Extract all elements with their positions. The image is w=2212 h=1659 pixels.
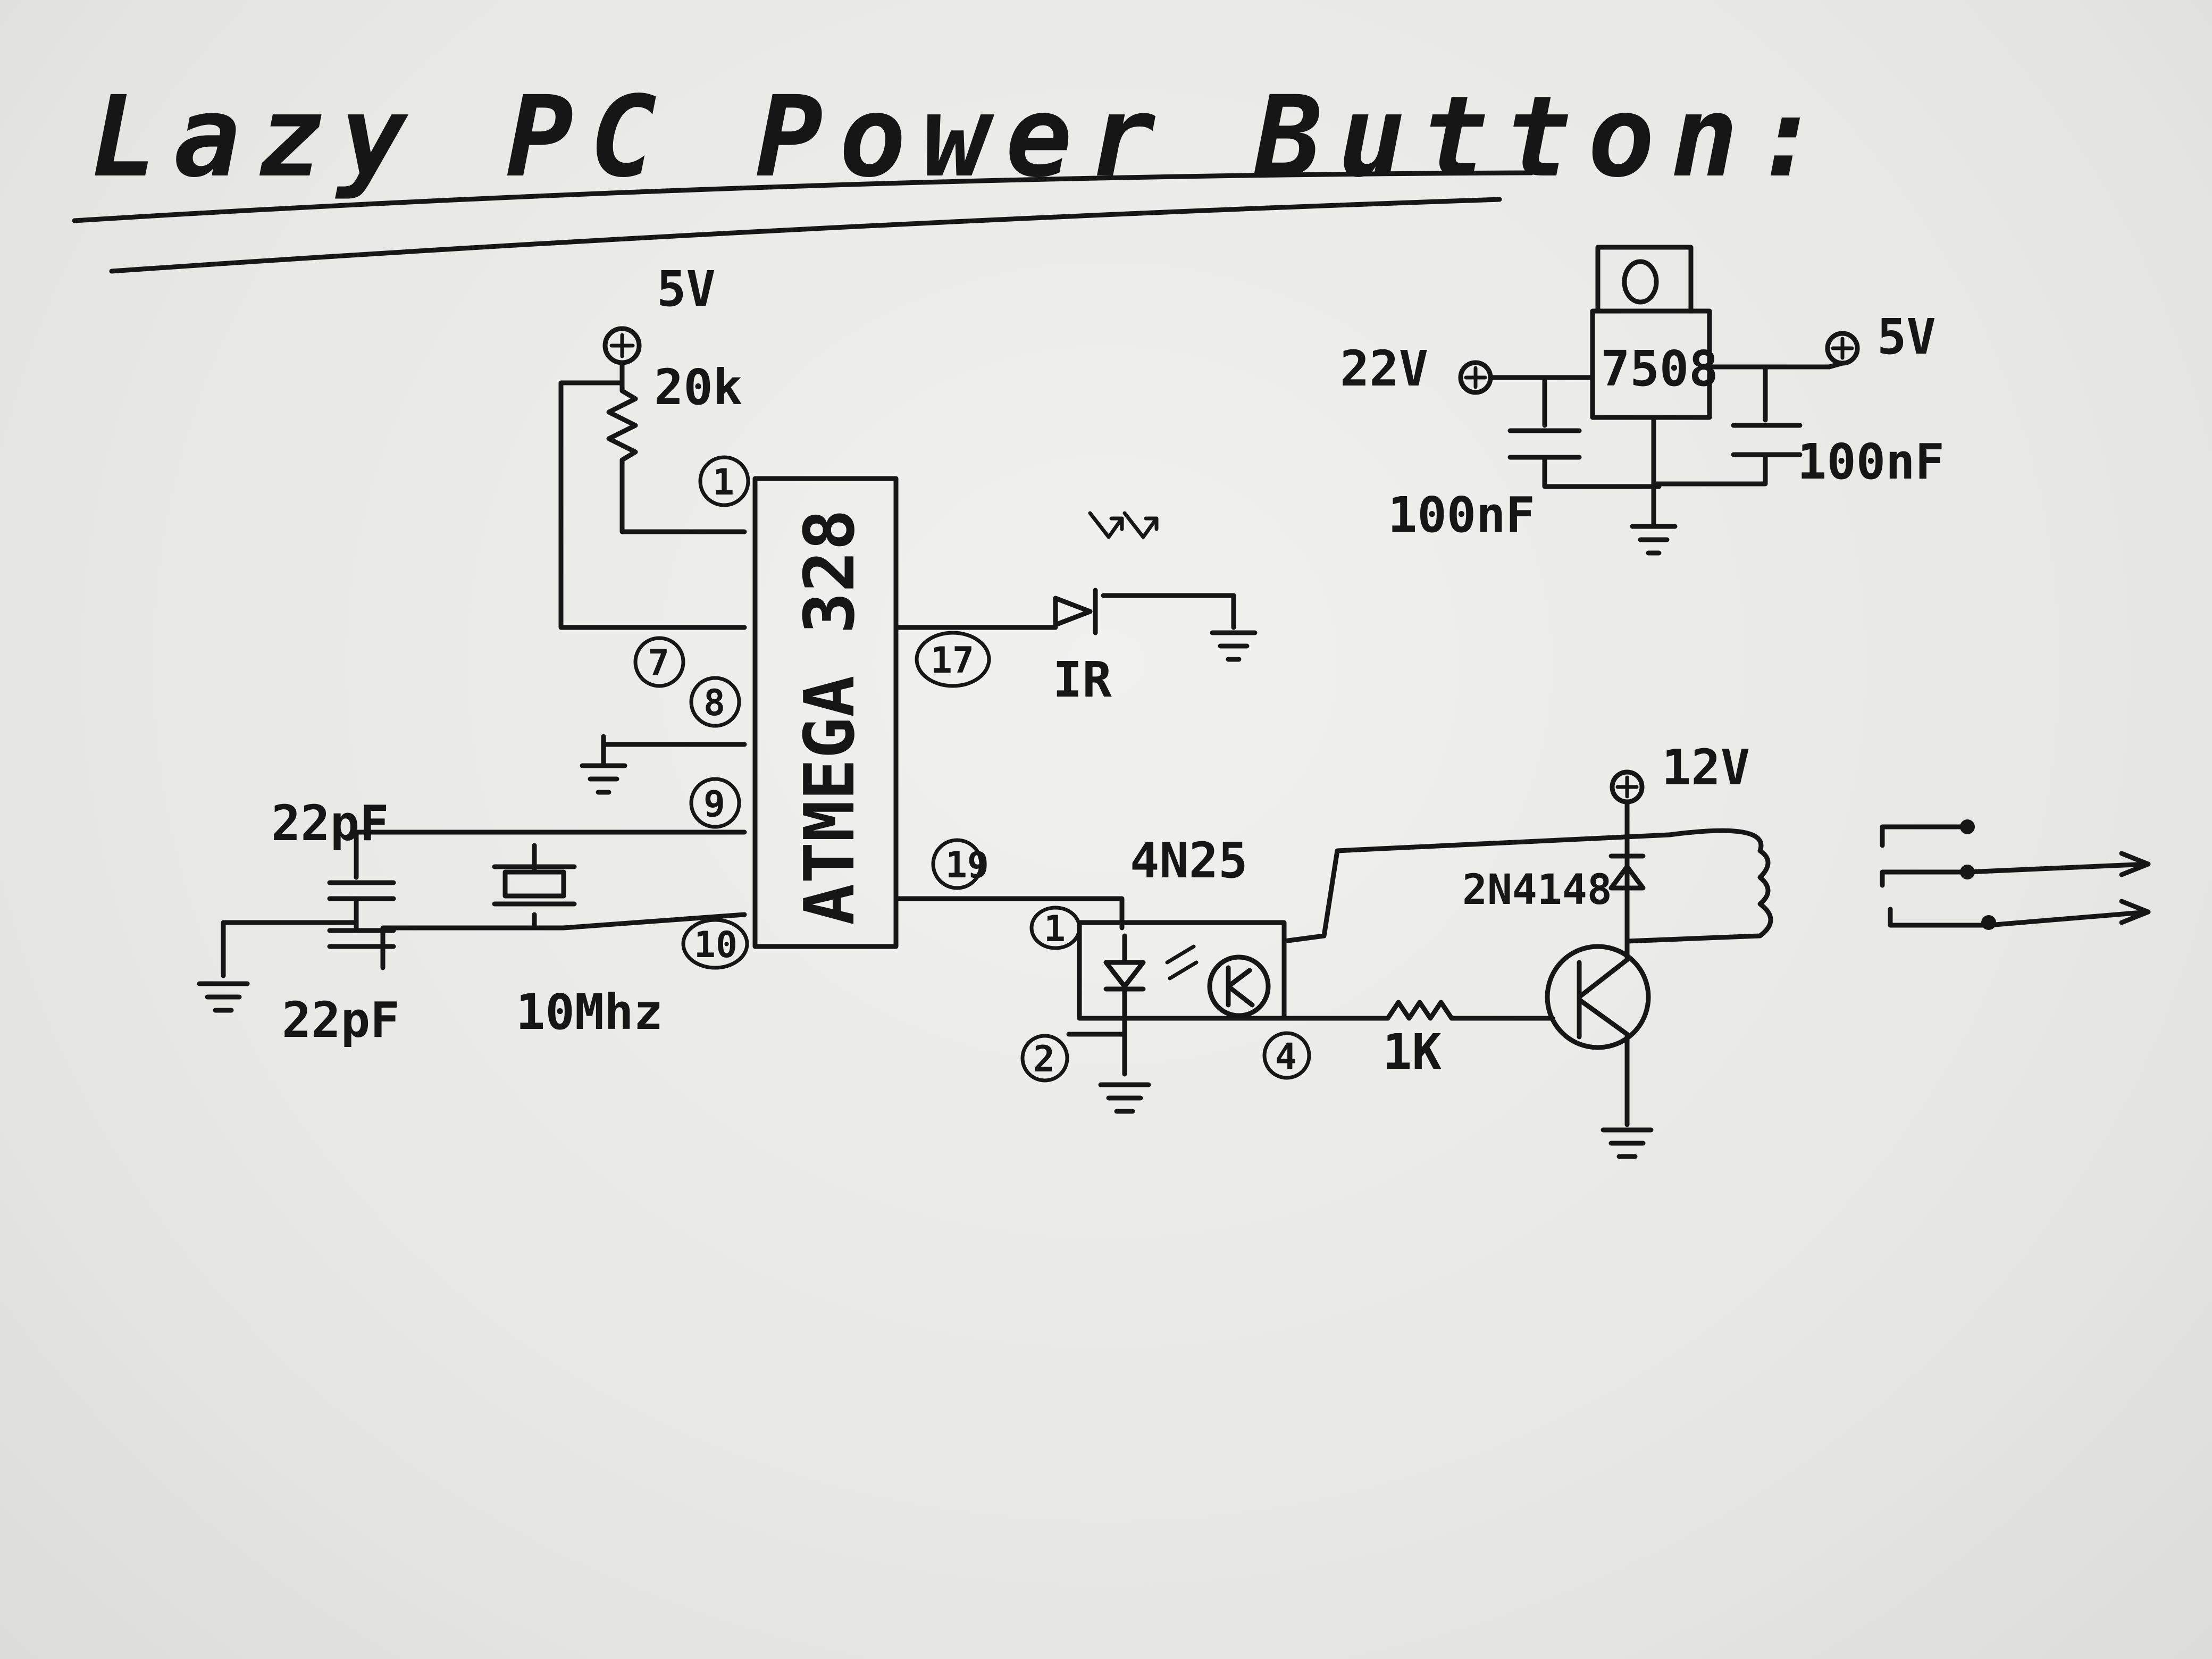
label-22pf-top: 22pF [271, 795, 389, 852]
label-100nf-in: 100nF [1388, 487, 1535, 543]
ground-symbol-ir [1210, 630, 1258, 662]
pin-7-label: 7 [648, 642, 669, 684]
ground-symbol-regulator [1630, 524, 1678, 556]
opto-phototransistor [1207, 954, 1271, 1018]
label-1k: 1K [1382, 1024, 1442, 1080]
opto-pin-2-label: 2 [1033, 1038, 1055, 1080]
label-7508: 7508 [1601, 340, 1719, 397]
mcu-label: ATMEGA 328 [789, 509, 870, 925]
opto-pin-4-label: 4 [1275, 1036, 1297, 1078]
npn-transistor [1545, 944, 1651, 1050]
label-2n4148: 2N4148 [1462, 866, 1612, 914]
wire-opto-collector [1281, 832, 1672, 944]
label-ir: IR [1053, 651, 1112, 708]
label-5v-reg: 5V [1877, 308, 1936, 365]
opto-pin-1-label: 1 [1044, 908, 1066, 950]
relay-driver-section: 4N25 1 2 4 1K 12V 2N414 [893, 739, 2151, 1159]
wire-pin19-opto [893, 896, 1125, 931]
flyback-diode [1608, 853, 1646, 891]
pin-8-label: 8 [703, 682, 725, 724]
ir-receiver-diode [1053, 596, 1093, 627]
pin-10-label: 10 [694, 924, 738, 966]
regulator-mount-hole [1622, 259, 1659, 305]
wire-pin8-gnd [601, 734, 747, 747]
capacitor-22pf-bottom [327, 928, 396, 949]
relay-contact-nc [1880, 824, 1970, 848]
optocoupler-4n25 [1077, 920, 1287, 1021]
pin-1-label: 1 [713, 462, 734, 504]
resistor-1k [1268, 1000, 1555, 1021]
label-12v: 12V [1662, 739, 1750, 796]
relay-coil [1624, 828, 1773, 944]
relay-contact-no [1888, 907, 2151, 928]
wire-vcc-pin7 [558, 380, 747, 630]
pin-17-label: 17 [931, 640, 974, 682]
label-5v-mcu: 5V [657, 261, 716, 317]
title-underline-1 [72, 170, 1534, 223]
capacitor-100nf-out [1651, 364, 1803, 487]
regulator-7508 [1590, 308, 1712, 420]
capacitor-22pf-top [327, 880, 396, 901]
regulator-section: 7508 22V 100nF 5V 100nF [1340, 245, 1945, 556]
pin-19-label: 19 [945, 844, 989, 886]
ir-arrows-icon [1088, 511, 1159, 539]
label-100nf-out: 100nF [1797, 433, 1945, 490]
ground-symbol-transistor [1601, 1127, 1654, 1159]
capacitor-100nf-in [1507, 375, 1662, 489]
ground-symbol-pin8 [580, 742, 627, 795]
title-underline-2 [109, 197, 1502, 274]
opto-led [1103, 933, 1146, 1037]
crystal-10mhz [502, 869, 566, 899]
pin-9-label: 9 [703, 783, 725, 825]
label-22pf-bottom: 22pF [282, 992, 400, 1049]
wire-xtal-top [354, 830, 747, 880]
label-22v: 22V [1340, 340, 1428, 397]
wire-caps-gnd [221, 920, 359, 978]
relay-contact-com [1880, 861, 2151, 888]
mcu-section: 5V 20k ATMEGA 328 1 7 8 9 10 10Mhz [197, 261, 1258, 1049]
regulator-tab [1595, 245, 1694, 314]
mcu-chip [752, 476, 899, 949]
resistor-20k [606, 360, 747, 534]
label-10mhz: 10Mhz [516, 984, 663, 1041]
label-4n25: 4N25 [1130, 832, 1248, 889]
ground-symbol-opto [1098, 1082, 1151, 1114]
ground-symbol-caps [197, 981, 250, 1013]
label-20k: 20k [654, 359, 742, 416]
